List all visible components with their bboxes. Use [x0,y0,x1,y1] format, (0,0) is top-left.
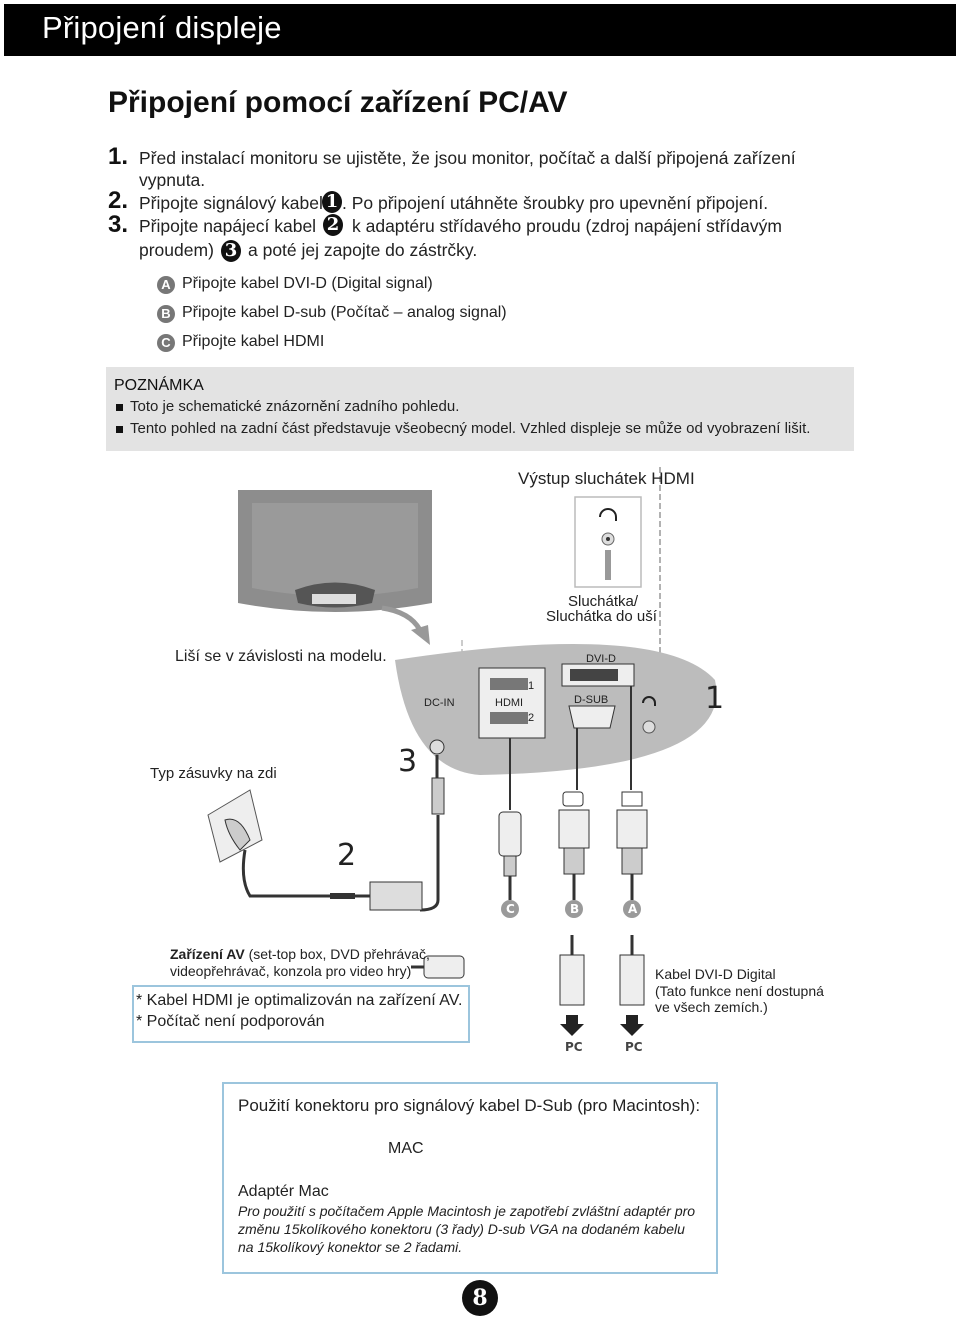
av-note-2: * Počítač není podporován [136,1013,325,1030]
pc-dsub-plug [559,954,585,1006]
dsub-port [568,705,616,729]
port-label-dsub: D-SUB [574,694,609,706]
hdmi-port-number-2: 2 [528,712,535,724]
note-item-2: Tento pohled na zadní část představuje v… [116,420,810,437]
down-arrow-icon [560,1015,584,1036]
step-3-text-after: k adaptéru střídavého proudu (zdroj napá… [352,216,782,236]
callout-number-3: 3 [398,744,418,779]
mac-desc-1: Pro použití s počítačem Apple Macintosh … [238,1203,696,1219]
substep-b-badge: B [157,305,175,323]
dvi-plug [616,809,648,849]
dvi-cable-note-2: ve všech zemích.) [655,999,768,1015]
down-arrow-icon [620,1015,644,1036]
mac-label: MAC [388,1140,424,1157]
page-number: 8 [472,1285,488,1311]
cable-letter-c: C [506,902,515,916]
mac-desc-2: změnu 15kolíkového konektoru (3 řady) D-… [238,1221,685,1237]
pc-dvi-plug [619,954,645,1006]
headphone-output-title: Výstup sluchátek HDMI [518,469,695,488]
port-label-hdmi: HDMI [495,697,524,709]
monitor-back-illustration [238,490,432,612]
step-2-text-after: . Po připojení utáhněte šroubky pro upev… [342,193,769,213]
substep-c-badge: C [157,334,175,352]
outlet-type-label: Typ zásuvky na zdi [150,765,277,782]
step-2-number: 2. [108,187,129,214]
dcin-port [429,739,445,755]
substep-a-text: Připojte kabel DVI-D (Digital signal) [182,275,433,292]
port-label-dvi: DVI-D [586,653,616,665]
marker-3: 3 [221,240,241,262]
port-label-dcin: DC-IN [424,697,455,709]
mac-adapter-box [222,1082,718,1274]
step-3-text: Připojte napájecí kabel [139,216,317,236]
cable-letter-b: B [570,902,580,916]
headphone-label-2: Sluchátka do uší [546,608,657,625]
substep-a-badge: A [157,276,175,294]
page-number-badge [462,1280,498,1316]
step-2-text: Připojte signálový kabel [139,193,323,213]
step-3-number: 3. [108,211,129,238]
port-panel [395,644,717,775]
headphone-label-1: Sluchátka/ [568,593,639,610]
callout-number-1: 1 [705,681,725,716]
step-1-text-cont: vypnuta. [139,170,206,190]
step-1-number: 1. [108,143,129,170]
av-note-1: * Kabel HDMI je optimalizován na zařízen… [136,992,463,1009]
pc-label-1: PC [565,1040,583,1054]
ac-adapter [369,881,423,911]
mac-adapter-title: Adaptér Mac [238,1183,329,1200]
dvi-cable-title: Kabel DVI-D Digital [655,966,776,982]
bullet-icon [116,403,123,411]
av-hdmi-plug [423,955,465,979]
headphone-icon [599,508,617,521]
av-note-box [132,985,470,1043]
step-1-text: Před instalací monitoru se ujistěte, že … [139,148,796,168]
page-header-title: Připojení displeje [42,10,282,45]
bullet-icon [116,425,123,433]
substep-b-text: Připojte kabel D-sub (Počítač – analog s… [182,304,507,321]
step-3-text-line2: proudem) [139,240,214,260]
cable-letter-a: A [628,902,638,916]
varies-by-model-label: Liší se v závislosti na modelu. [175,648,387,665]
headphone-plug [605,550,611,580]
note-item-1: Toto je schematické znázornění zadního p… [116,398,459,415]
header-bar [4,4,956,56]
marker-1: 1 [322,191,342,213]
note-title: POZNÁMKA [114,377,204,394]
step-3-text-line2-after: a poté jej zapojte do zástrčky. [248,240,478,260]
hdmi-plug [498,811,522,857]
dsub-plug [558,809,590,849]
section-title: Připojení pomocí zařízení PC/AV [108,86,568,119]
substep-c-text: Připojte kabel HDMI [182,333,325,350]
note-box [106,367,854,451]
pc-label-2: PC [625,1040,643,1054]
mac-box-title: Použití konektoru pro signálový kabel D-… [238,1096,701,1115]
callout-number-2: 2 [337,838,357,873]
dvi-cable-note-1: (Tato funkce není dostupná [655,983,824,999]
hdmi-port-number-1: 1 [528,680,535,692]
av-device-label-line2: videopřehrávač, konzola pro video hry) [170,963,412,979]
marker-2: 2 [323,214,343,236]
mac-desc-3: na 15kolíkový konektor se 2 řadami. [238,1239,463,1255]
av-device-label: Zařízení AV (set-top box, DVD přehrávač, [170,946,430,962]
